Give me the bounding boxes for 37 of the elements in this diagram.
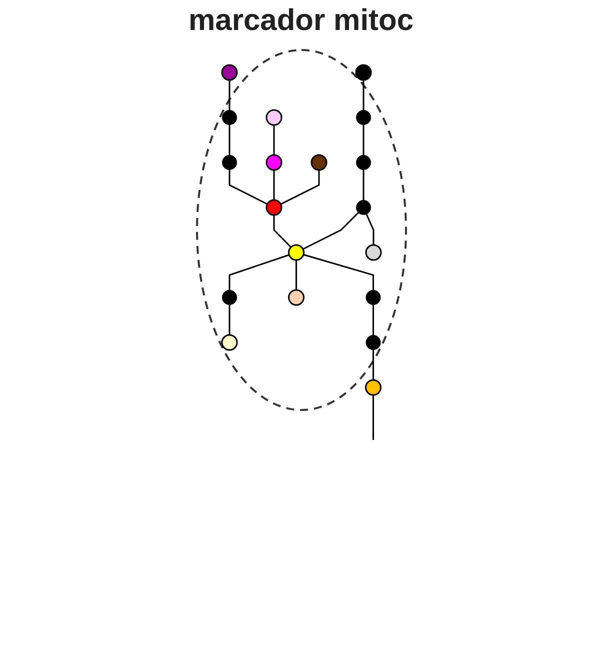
haplotype-circle [310,154,327,171]
median-vector-dot [365,335,380,350]
connector [272,170,274,200]
connector [362,124,364,156]
haplotype-circle [364,244,382,261]
connector [280,170,320,205]
haplotype-circle [265,199,282,216]
connector [362,170,364,200]
connector [302,212,359,250]
connector [365,214,374,245]
median-vector-dot [356,155,370,170]
connector [295,260,296,290]
diagram-title: marcador mitoc [187,4,415,38]
median-vector-dot [365,290,380,305]
connector [272,125,274,155]
connector [302,254,374,290]
haplotype-circle [220,64,238,81]
connector [372,350,374,380]
haplotype-circle [354,64,372,81]
connector [272,215,291,248]
median-vector-dot [222,290,236,305]
haplotype-circle [364,379,381,396]
haplotype-circle [265,109,282,126]
connector [228,80,230,110]
haplotype-circle [220,334,238,351]
connector [372,304,374,336]
median-vector-dot [356,200,370,215]
haplotype-circle [265,154,282,171]
connector [372,395,374,440]
connector [228,254,289,290]
median-vector-dot [222,155,236,170]
connector [228,170,268,205]
median-vector-dot [222,110,236,125]
connector [228,304,230,335]
median-vector-dot [356,110,370,125]
connector [362,80,364,110]
connector [228,124,230,156]
